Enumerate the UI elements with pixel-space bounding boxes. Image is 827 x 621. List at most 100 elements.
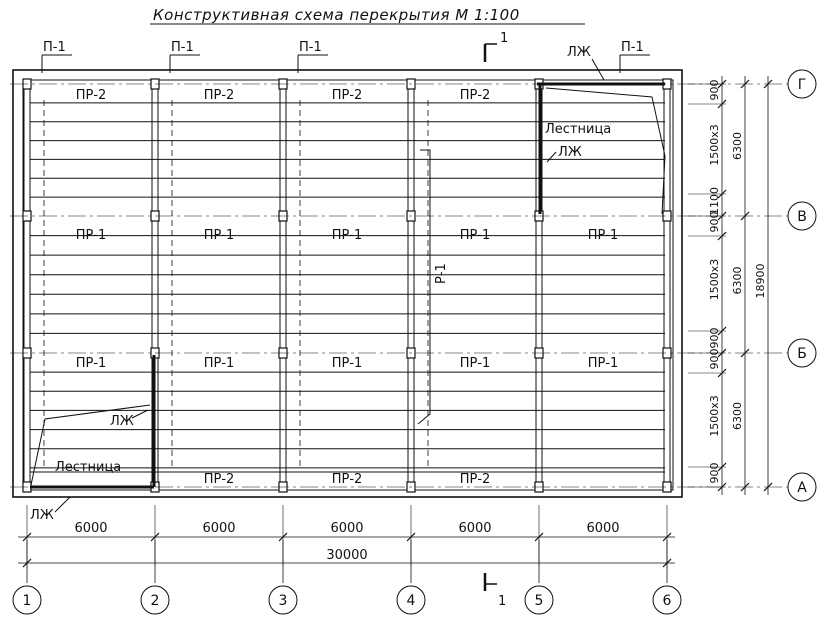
axis-bubble [787, 338, 817, 368]
stair-beam-label-1: ЛЖ [567, 45, 591, 60]
stair-label-bottom: Лестница [55, 460, 121, 475]
slab-label: ПР-2 [460, 88, 491, 103]
dim-value-y: 1500x3 [708, 395, 721, 437]
dim-tick [22, 532, 32, 542]
axis-label-y: В [797, 209, 807, 225]
girder-label: П-1 [299, 40, 322, 55]
inner-wall-contour [22, 79, 674, 491]
dim-tick [740, 348, 750, 358]
outer-wall-contour [12, 69, 683, 498]
section-mark-bottom: 1 [483, 573, 506, 609]
dim-tick [662, 532, 672, 542]
dim-value-y: 900 [708, 349, 721, 370]
section-label-top: 1 [500, 31, 508, 46]
stair-beam-label-4: ЛЖ [30, 508, 54, 523]
axis-label-y: Г [798, 77, 807, 93]
slab-label: ПР-1 [76, 356, 107, 371]
dim-tick [740, 482, 750, 492]
slab-label: ПР-1 [332, 228, 363, 243]
dim-tick [717, 211, 727, 221]
dim-value-x: 6000 [74, 521, 107, 536]
drawing-title: Конструктивная схема перекрытия М 1:100 [153, 6, 520, 24]
slab-label: ПР-2 [332, 472, 363, 487]
axis-bubble [140, 585, 170, 615]
dim-value-x: 6000 [458, 521, 491, 536]
axis-bubble [787, 201, 817, 231]
axis-label-x: 1 [23, 593, 32, 609]
slab-label: ПР-2 [76, 88, 107, 103]
dim-tick [717, 482, 727, 492]
section-mark-top: 1 [483, 31, 508, 62]
dim-tick [717, 326, 727, 336]
slab-label: ПР-2 [204, 472, 235, 487]
dim-total-x: 30000 [326, 548, 367, 563]
slab-label: ПР-2 [460, 472, 491, 487]
dim-tick [717, 462, 727, 472]
dim-value-y: 900 [708, 212, 721, 233]
slab-label: ПР-1 [460, 228, 491, 243]
axis-label-x: 2 [151, 593, 160, 609]
section-label-bottom: 1 [498, 594, 506, 609]
axis-label-x: 3 [279, 593, 288, 609]
girders [23, 82, 671, 490]
axis-bubble [787, 472, 817, 502]
stair-label-top: Лестница [545, 122, 611, 137]
axis-bubble [652, 585, 682, 615]
slab-label: ПР-1 [588, 228, 619, 243]
dim-value-y: 900 [708, 328, 721, 349]
slab-label: ПР-1 [460, 356, 491, 371]
dim-tick [740, 79, 750, 89]
slab-label: ПР-1 [76, 228, 107, 243]
crossbar-callout: Р-1 [417, 149, 449, 425]
slab-label: ПР-2 [204, 88, 235, 103]
stair-top-right: Лестница ЛЖ ЛЖ [537, 45, 666, 215]
axis-bubble [268, 585, 298, 615]
dim-value-x: 6000 [202, 521, 235, 536]
axis-bubble [787, 69, 817, 99]
axis-label-y: А [797, 480, 807, 496]
girder-label: П-1 [621, 40, 644, 55]
axis-bubble [12, 585, 42, 615]
slab-joint-lines [30, 102, 665, 473]
dim-tick [22, 558, 32, 568]
dim-total-y: 18900 [754, 264, 767, 299]
slab-label: ПР-1 [332, 356, 363, 371]
stair-bottom-left: Лестница ЛЖ ЛЖ [30, 355, 156, 523]
axis-label-x: 4 [407, 593, 416, 609]
dim-tick [406, 532, 416, 542]
dim-tick [717, 189, 727, 199]
axis-label-x: 5 [535, 593, 544, 609]
slab-label: ПР-1 [204, 228, 235, 243]
dim-tick [717, 79, 727, 89]
dim-value-x: 6000 [330, 521, 363, 536]
dim-tick [717, 368, 727, 378]
dim-span-y: 6300 [731, 132, 744, 160]
axis-label-y: Б [797, 346, 807, 362]
dim-tick [763, 79, 773, 89]
dim-tick [717, 231, 727, 241]
axis-bubble [396, 585, 426, 615]
dim-tick [534, 532, 544, 542]
dim-value-y: 900 [708, 463, 721, 484]
dim-tick [763, 482, 773, 492]
dim-span-y: 6300 [731, 267, 744, 295]
stair-beam-label-3: ЛЖ [110, 414, 134, 429]
dim-tick [717, 99, 727, 109]
dim-value-y: 900 [708, 80, 721, 101]
dim-tick [740, 211, 750, 221]
dim-value-y: 1500x3 [708, 259, 721, 301]
axis-bubble [524, 585, 554, 615]
girder-label: П-1 [171, 40, 194, 55]
dim-value-x: 6000 [586, 521, 619, 536]
dim-tick [278, 532, 288, 542]
slab-label: ПР-1 [588, 356, 619, 371]
dim-value-y: 1100 [708, 187, 721, 215]
axis-label-x: 6 [663, 593, 672, 609]
slab-label: ПР-1 [204, 356, 235, 371]
dim-value-y: 1500x3 [708, 124, 721, 166]
dim-tick [662, 558, 672, 568]
